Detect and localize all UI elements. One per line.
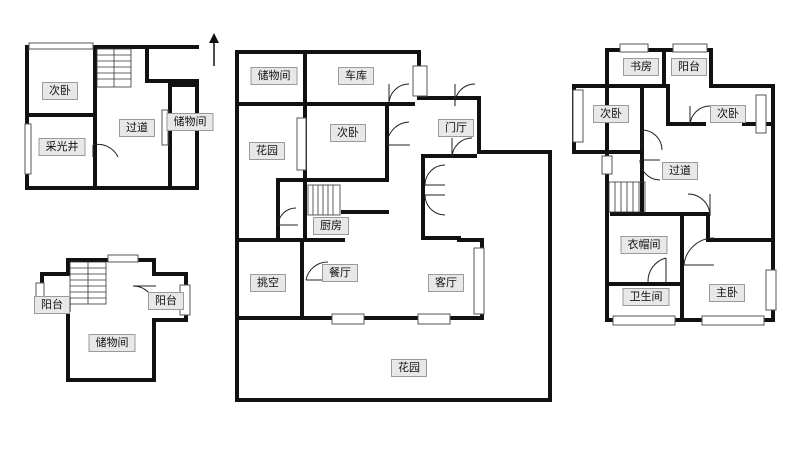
room-label-secondary-bedroom-right: 次卧: [710, 105, 746, 123]
room-label-foyer: 门厅: [438, 119, 474, 137]
room-label-hallway: 过道: [119, 119, 155, 137]
room-label-kitchen: 厨房: [313, 217, 349, 235]
room-label-dining: 餐厅: [322, 264, 358, 282]
room-label-secondary-bedroom: 次卧: [42, 82, 78, 100]
room-label-open-to-below: 挑空: [250, 274, 286, 292]
room-label-living: 客厅: [428, 274, 464, 292]
room-label-study: 书房: [623, 58, 659, 76]
plan-a-stairs: [96, 48, 132, 88]
plan-b-walls: [40, 258, 188, 382]
plan-a-walls: [25, 45, 199, 190]
room-label-walk-in-closet: 衣帽间: [620, 236, 668, 254]
room-label-balcony: 阳台: [671, 58, 707, 76]
room-label-garage: 车库: [338, 67, 374, 85]
room-label-hallway: 过道: [662, 162, 698, 180]
room-label-garden: 花园: [249, 142, 285, 160]
room-label-bathroom: 卫生间: [622, 288, 670, 306]
plan-c-walls: [235, 50, 552, 402]
room-label-storage: 储物间: [88, 334, 136, 352]
room-label-storage: 储物间: [166, 113, 214, 131]
plan-c-stairs: [307, 184, 341, 216]
room-label-master-bedroom: 主卧: [709, 284, 745, 302]
room-label-balcony-right: 阳台: [148, 292, 184, 310]
plan-b-stairs: [69, 261, 107, 305]
room-label-balcony-left: 阳台: [34, 296, 70, 314]
room-label-secondary-bedroom: 次卧: [330, 124, 366, 142]
plan-d-stairs: [608, 181, 646, 213]
room-label-secondary-bedroom-left: 次卧: [593, 105, 629, 123]
room-label-light-well: 采光井: [38, 138, 86, 156]
plan-d-walls: [572, 48, 775, 322]
room-label-storage: 储物间: [250, 67, 298, 85]
up-arrow-icon: [209, 33, 219, 66]
room-label-garden: 花园: [391, 359, 427, 377]
